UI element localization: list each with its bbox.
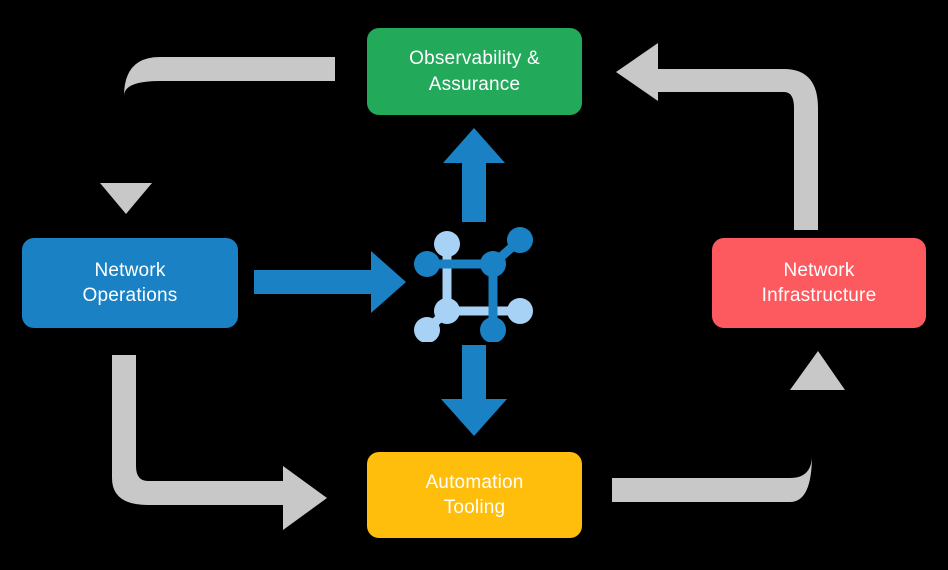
gray-arrow-operations-to-automation [112,355,327,530]
gray-arrow-observability-to-operations [100,57,335,214]
blue-arrow-center-to-observability [443,128,505,222]
node-box-network-infrastructure[interactable]: Network Infrastructure [712,238,926,328]
node-box-network-operations[interactable]: Network Operations [22,238,238,328]
node-box-automation-tooling[interactable]: Automation Tooling [367,452,582,538]
network-topology-icon [414,227,533,342]
blue-arrow-operations-to-center [254,251,406,313]
topology-light-nodes [414,231,533,342]
topology-dark-nodes [414,227,533,342]
blue-arrow-center-to-automation [441,345,507,436]
gray-arrow-infrastructure-to-observability [616,43,818,230]
node-box-observability[interactable]: Observability & Assurance [367,28,582,115]
gray-arrow-automation-to-infrastructure [612,351,845,502]
